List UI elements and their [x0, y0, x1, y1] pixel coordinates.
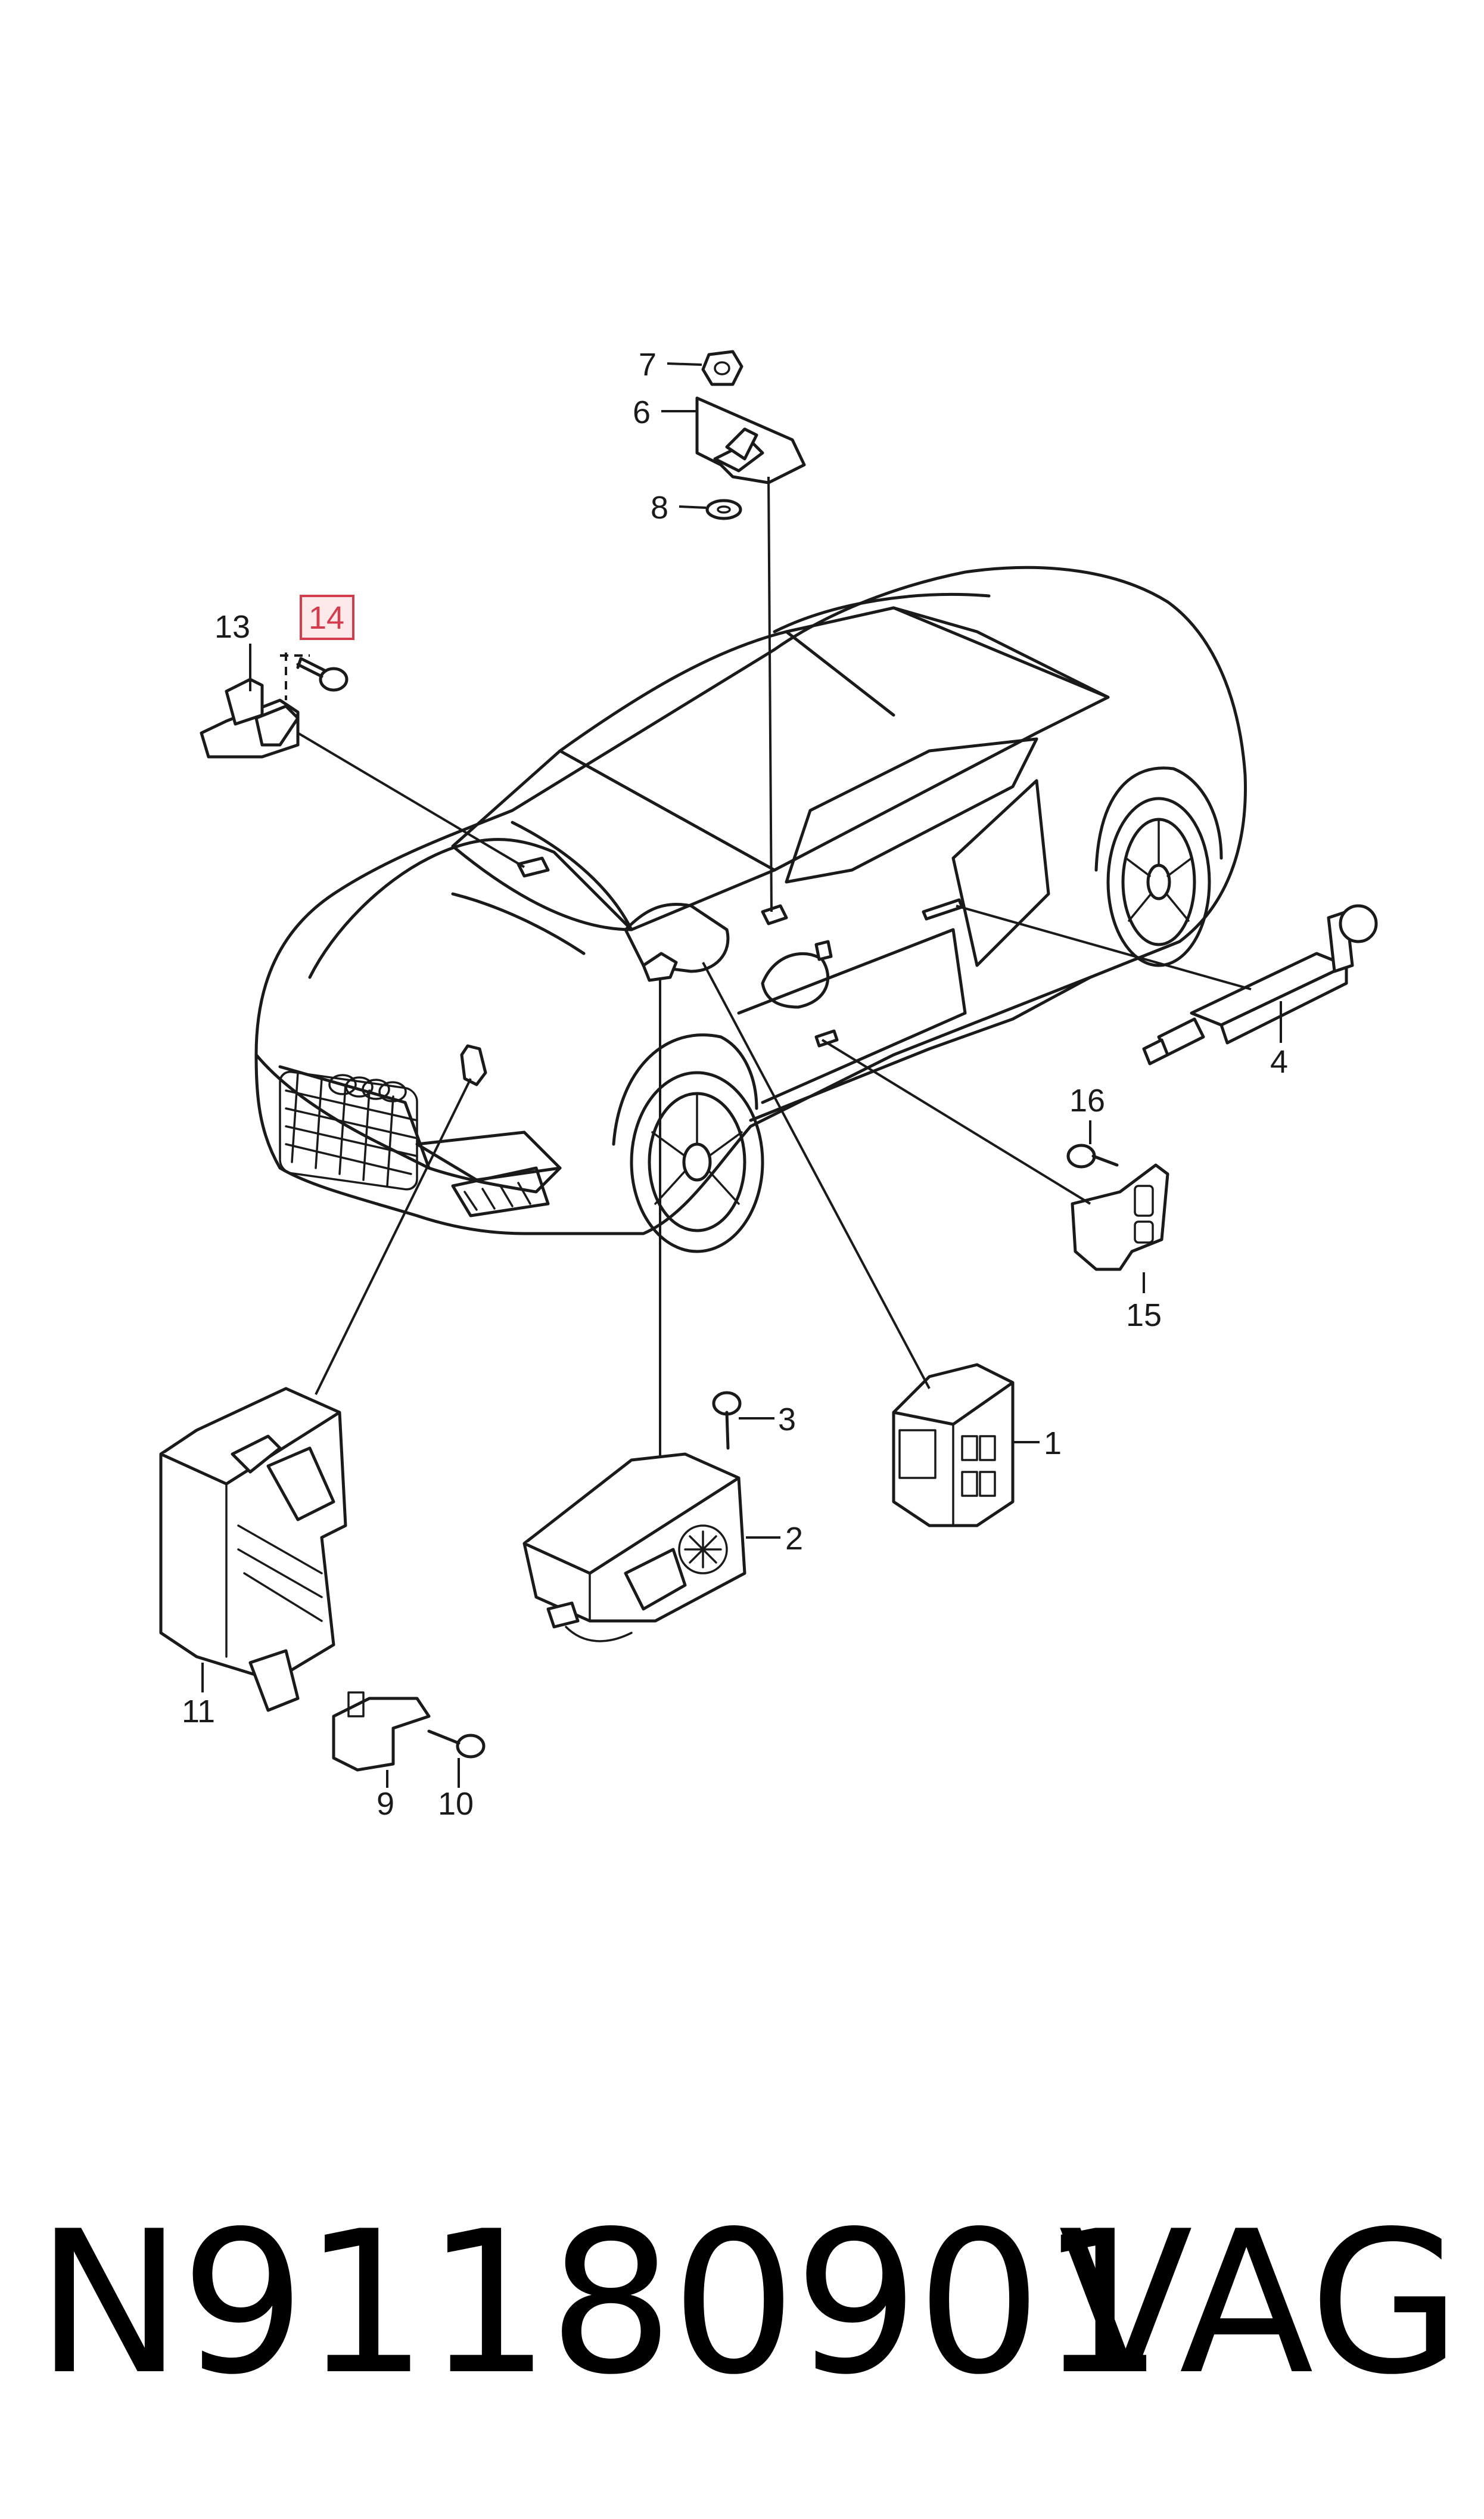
part-14-screw [296, 657, 349, 692]
callout-6: 6 [633, 395, 651, 430]
part-10-screw [427, 1729, 486, 1759]
part-15-bracket [1071, 1163, 1169, 1271]
part-13-bracket [200, 678, 300, 759]
install-markers [460, 856, 964, 1086]
part-3-screw [712, 1391, 742, 1450]
callout-10: 10 [438, 1786, 474, 1822]
callout-4: 4 [1270, 1044, 1288, 1080]
part-16-screw [1066, 1144, 1119, 1169]
part-8-washer [705, 499, 742, 520]
callout-2: 2 [785, 1521, 803, 1557]
grille-mesh [285, 1071, 418, 1187]
callout-11: 11 [182, 1694, 215, 1729]
car-illustration [254, 566, 1247, 1253]
part-4-antenna [1142, 904, 1378, 1066]
callout-16: 16 [1069, 1083, 1105, 1119]
callout-8: 8 [651, 490, 668, 526]
part-number-label: N91180901 [36, 2189, 1165, 2418]
brand-label: VAG [1058, 2189, 1461, 2418]
callout-14-highlight-box [300, 595, 354, 640]
callout-15: 15 [1126, 1297, 1162, 1333]
callout-14: 14 [309, 600, 344, 636]
part-1-control-unit [892, 1363, 1015, 1527]
part-2-control-module [522, 1452, 746, 1642]
callout-labels: 7 6 8 13 14 4 16 15 1 3 2 11 9 10 [182, 347, 1288, 1822]
callout-13: 13 [214, 609, 250, 645]
leader-lines [201, 362, 1282, 1788]
part-6-sensor [695, 396, 806, 484]
rear-wheel [1094, 766, 1223, 967]
callout-9: 9 [377, 1786, 394, 1822]
front-wheel [612, 1033, 764, 1253]
part-9-bracket [332, 1691, 431, 1772]
brand-rings-logo [328, 1074, 407, 1102]
callout-7: 7 [639, 347, 657, 383]
part-11-housing [159, 1387, 347, 1712]
part-7-nut [701, 350, 743, 386]
callout-1: 1 [1044, 1425, 1062, 1461]
callout-3: 3 [778, 1402, 796, 1437]
